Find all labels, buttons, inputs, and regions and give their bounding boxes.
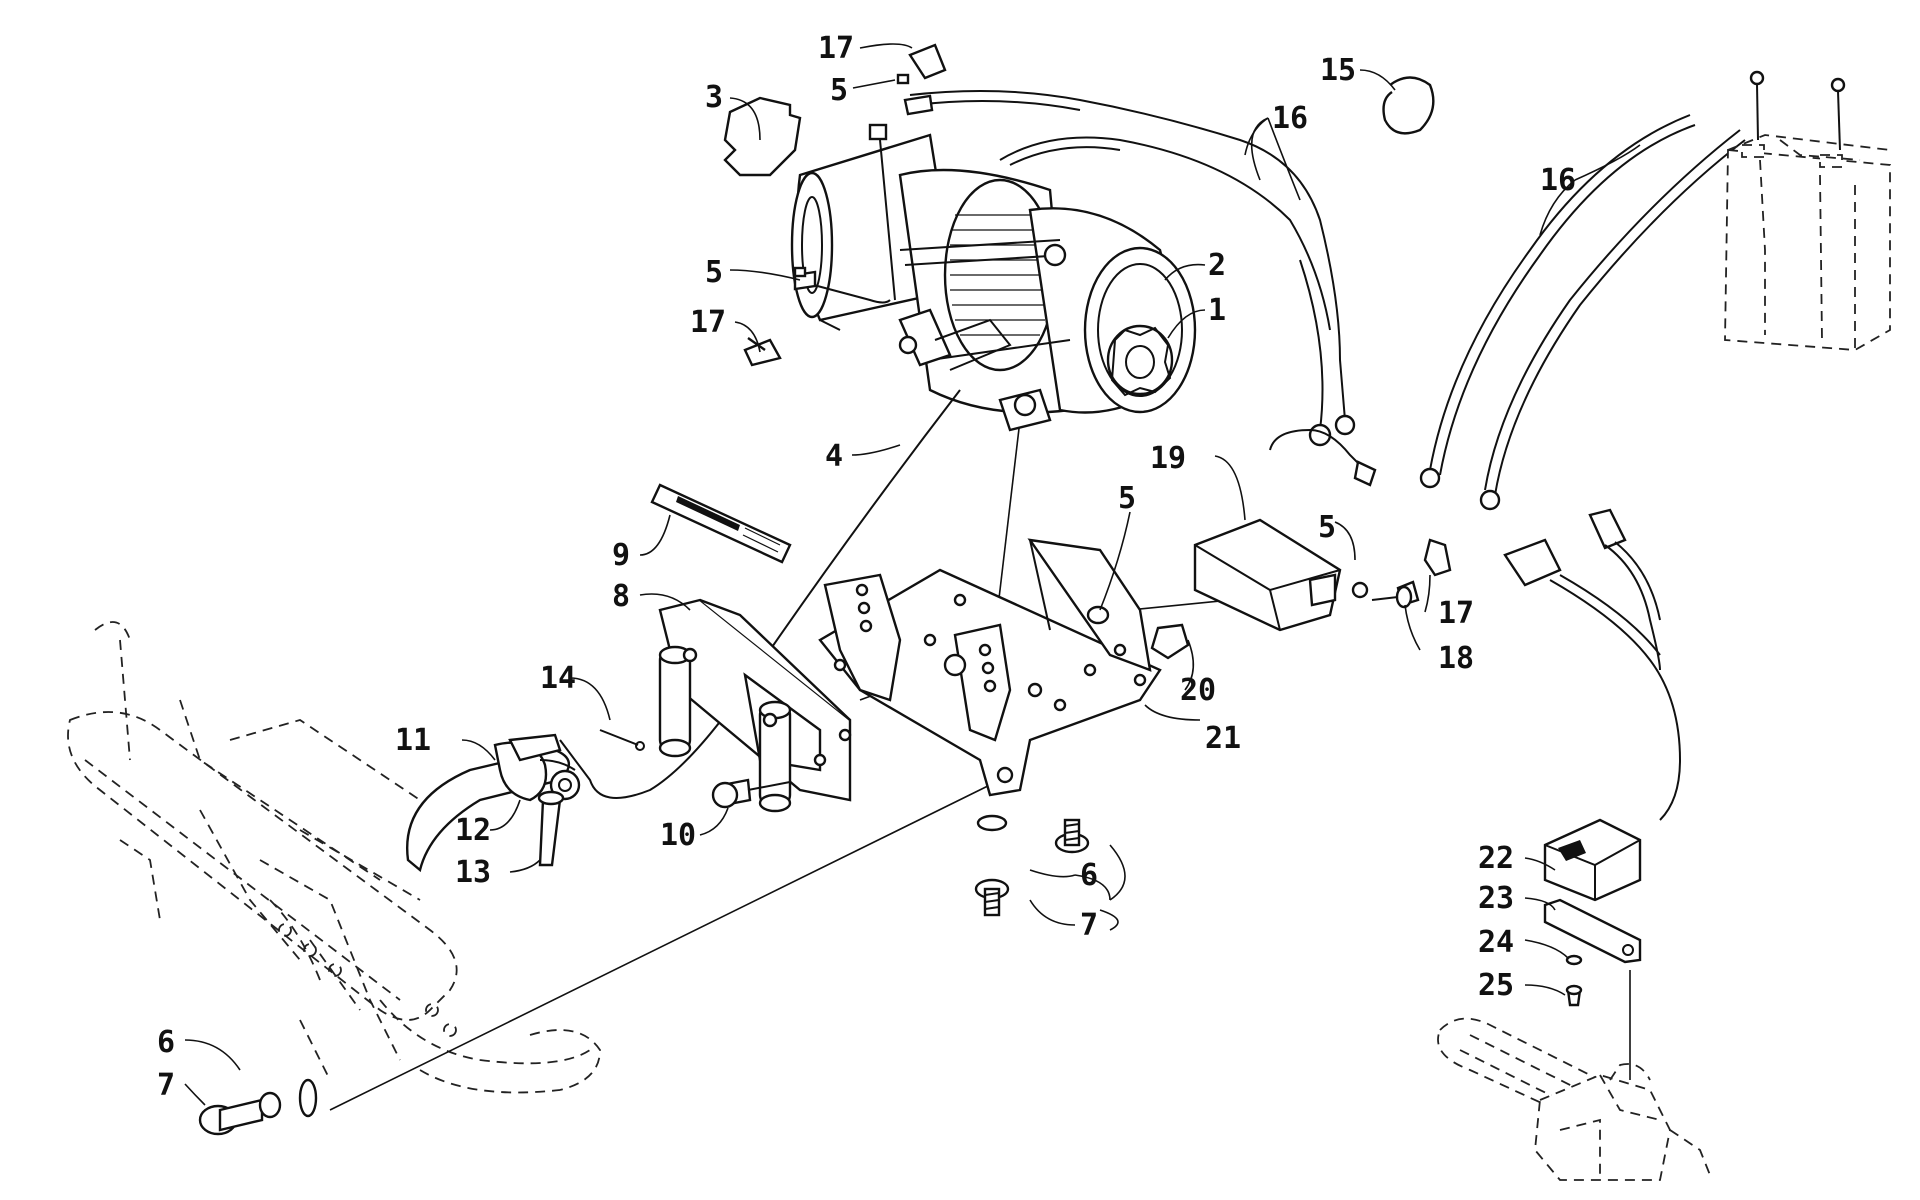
winch-assembly [790, 123, 1197, 432]
callout-5-relay-left: 5 [1118, 481, 1136, 516]
roller-fairlead [658, 598, 852, 813]
callout-3: 3 [705, 80, 723, 115]
battery [1724, 134, 1891, 351]
callout-17-left: 17 [690, 305, 726, 340]
callout-21: 21 [1205, 721, 1241, 756]
callout-23: 23 [1478, 881, 1514, 916]
callout-16-upper: 16 [1272, 101, 1308, 136]
alignment-line [329, 779, 1001, 1111]
handlebar-grip [1437, 1017, 1711, 1181]
hook-assembly [406, 729, 645, 873]
locknut [1150, 623, 1190, 660]
callout-11: 11 [395, 723, 431, 758]
callout-17-upper: 17 [818, 31, 854, 66]
plate-mount-bolts [974, 814, 1090, 917]
winch-switch [1543, 818, 1642, 902]
callout-7-bumper: 7 [157, 1068, 175, 1103]
winch-mount-plate [818, 538, 1162, 797]
battery-terminal-bolts [1749, 70, 1846, 151]
callout-8: 8 [612, 579, 630, 614]
decal-label [650, 483, 792, 564]
callout-9: 9 [612, 538, 630, 573]
vehicle-front-frame [67, 621, 601, 1094]
callout-18: 18 [1438, 641, 1474, 676]
callout-5-left: 5 [705, 255, 723, 290]
motor-cover [723, 96, 802, 177]
wire-clip [1382, 76, 1435, 135]
terminal-boots [743, 43, 1452, 577]
bumper-mount-bolt [198, 1078, 318, 1136]
callout-17-relay: 17 [1438, 596, 1474, 631]
callout-12: 12 [455, 813, 491, 848]
callout-2: 2 [1208, 248, 1226, 283]
switch-bracket [1543, 898, 1642, 1007]
wiring-harness [793, 90, 1746, 511]
callout-15: 15 [1320, 53, 1356, 88]
callout-24: 24 [1478, 925, 1514, 960]
callout-7-plate: 7 [1080, 908, 1098, 943]
switch-harness [1503, 508, 1682, 821]
callout-20: 20 [1180, 673, 1216, 708]
callout-25: 25 [1478, 968, 1514, 1003]
callout-6-bumper: 6 [157, 1025, 175, 1060]
callout-16-right: 16 [1540, 163, 1576, 198]
relay-screw [1371, 585, 1413, 609]
callout-13: 13 [455, 855, 491, 890]
callout-5-relay-right: 5 [1318, 510, 1336, 545]
contactor-relay [1193, 428, 1420, 632]
callout-labels: 17 5 3 5 17 2 1 4 9 8 14 11 12 13 10 15 … [157, 31, 1576, 1103]
nut [1086, 605, 1110, 625]
callout-4: 4 [825, 439, 843, 474]
callout-19: 19 [1150, 441, 1186, 476]
callout-10: 10 [660, 818, 696, 853]
leader-lines [184, 43, 1641, 1106]
callout-14: 14 [540, 661, 576, 696]
callout-6-plate: 6 [1080, 858, 1098, 893]
callout-5-upper: 5 [830, 73, 848, 108]
callout-1: 1 [1208, 293, 1226, 328]
callout-22: 22 [1478, 841, 1514, 876]
